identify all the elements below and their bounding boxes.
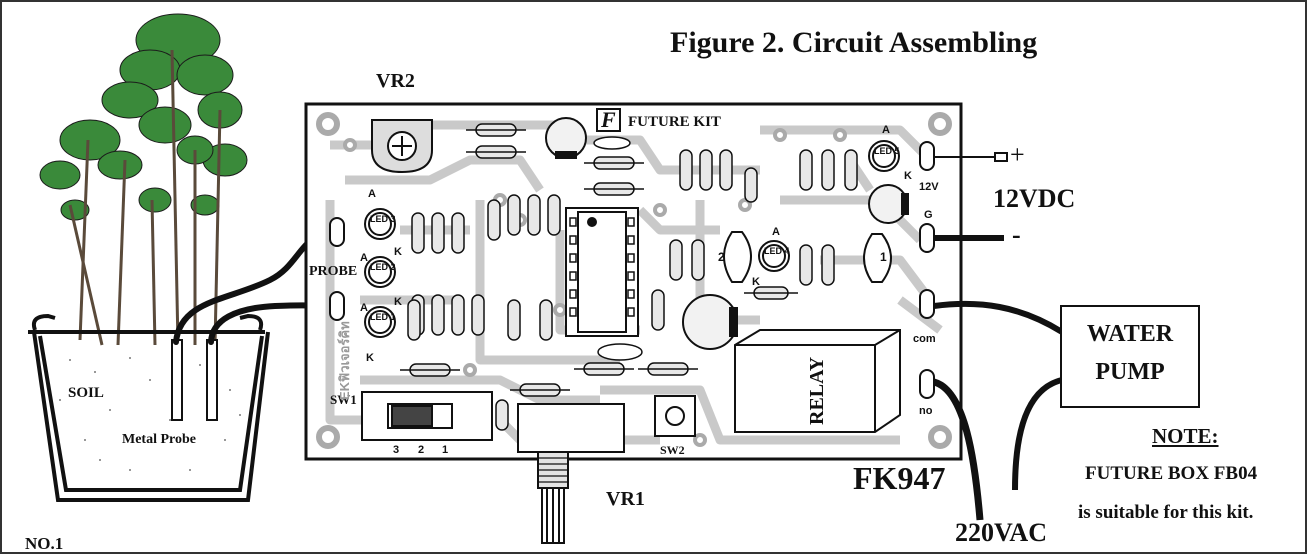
led5-label: LED 5 [874, 146, 900, 156]
electrolytic-capacitors [545, 117, 909, 350]
transistor-2-label: 2 [718, 250, 725, 264]
leds [364, 140, 900, 338]
ac-power-label: 220VAC [955, 518, 1047, 547]
soil-dots [59, 357, 241, 471]
dc-power-label: 12VDC [993, 184, 1076, 213]
note-line-2: is suitable for this kit. [1078, 502, 1254, 523]
relay-label: RELAY [806, 356, 828, 425]
pump-label-line-1: WATER [1086, 321, 1174, 347]
figure-number: NO.1 [25, 534, 64, 553]
pump-label-line-2: PUMP [1095, 359, 1165, 385]
metal-probe-label: Metal Probe [122, 432, 196, 447]
terminal-12v-label: 12V [919, 181, 939, 193]
led3-label: LED 3 [370, 214, 396, 224]
sw1-label: SW1 [330, 392, 357, 407]
led5-cathode: K [904, 170, 912, 182]
soil-label: SOIL [68, 385, 104, 401]
vr2-trimmer [371, 119, 433, 174]
transistors [723, 231, 892, 283]
led1-cathode: K [366, 352, 374, 364]
pcb-side-print: EKฟิวเจอร์คิท [337, 321, 352, 400]
plant-illustration [39, 13, 248, 346]
dc-plus-label: + [1010, 140, 1025, 169]
led2-anode: A [360, 252, 368, 264]
led4-cathode: K [752, 276, 760, 288]
dc-minus-label: - [1012, 220, 1021, 249]
transistor-1-label: 1 [880, 250, 887, 264]
led3-anode: A [368, 188, 376, 200]
sw1-position-3: 3 [393, 444, 400, 456]
sw1-slide-switch [361, 391, 493, 441]
led5-anode: A [882, 124, 890, 136]
power-wires [932, 152, 1064, 521]
note-heading: NOTE: [1152, 424, 1219, 448]
ic-chip [565, 207, 639, 337]
led3-cathode: K [394, 246, 402, 258]
kit-code-label: FK947 [853, 460, 946, 496]
led4-anode: A [772, 226, 780, 238]
led2-label: LED 2 [370, 262, 396, 272]
note-line-1: FUTURE BOX FB04 [1085, 463, 1258, 484]
vr2-label: VR2 [376, 70, 415, 92]
plant-pot [28, 313, 270, 502]
brand-logo: F [596, 108, 621, 132]
resistor-leads [400, 129, 798, 391]
ceramic-capacitors [593, 136, 643, 361]
sw1-position-2: 2 [418, 444, 425, 456]
vr1-label: VR1 [606, 488, 645, 510]
vr1-potentiometer [517, 403, 625, 544]
terminal-g-label: G [924, 209, 933, 221]
led1-anode: A [360, 302, 368, 314]
sw2-push-button [654, 395, 696, 437]
resistors-vertical [407, 149, 858, 431]
sw2-label: SW2 [660, 443, 685, 457]
led1-label: LED 1 [370, 312, 396, 322]
relay-block [734, 329, 901, 433]
terminal-com-label: com [913, 333, 936, 345]
figure-title: Figure 2. Circuit Assembling [670, 26, 1038, 59]
led4-label: LED 4 [764, 246, 790, 256]
led2-cathode: K [394, 296, 402, 308]
brand-name: FUTURE KIT [628, 114, 721, 130]
sw1-position-1: 1 [442, 444, 449, 456]
water-pump-box: WATER PUMP [1060, 305, 1200, 408]
probe-label: PROBE [309, 264, 358, 279]
terminal-no-label: no [919, 405, 933, 417]
metal-probes [171, 339, 218, 421]
